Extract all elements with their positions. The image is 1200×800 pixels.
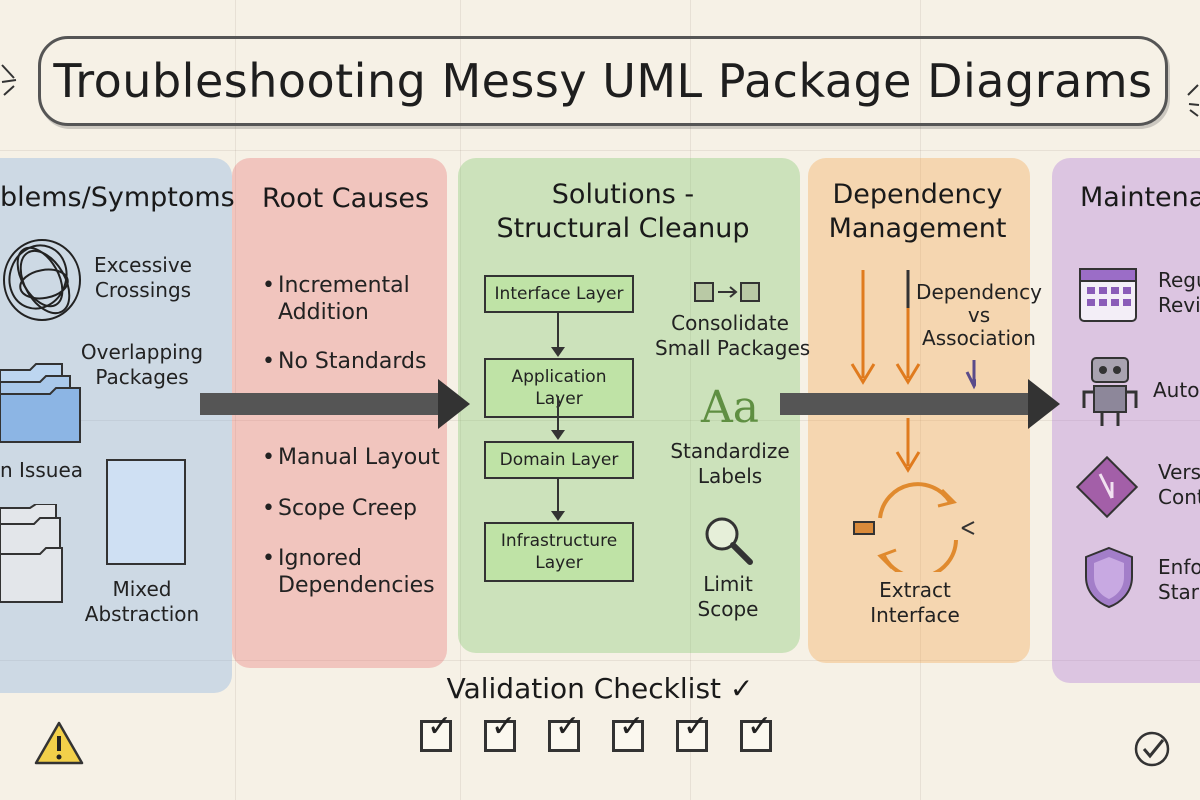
shield-icon (1085, 546, 1133, 609)
text-style-icon: Aa (700, 382, 759, 433)
robot-icon (1082, 357, 1138, 426)
flow-arrow (200, 379, 470, 429)
problems-heading: blems/Symptoms (0, 182, 235, 213)
check-icon: ✓ (683, 709, 709, 744)
layer-domain: Domain Layer (484, 441, 634, 479)
layer-arrow (551, 313, 565, 357)
maintenance-enforce-standards: Enfo Star (1158, 555, 1200, 604)
maintenance-regular-review: Regu Revi (1158, 268, 1200, 317)
dependency-vs-association: Dependency vs Association (916, 280, 1042, 350)
grid-line (0, 660, 1200, 661)
check-icon: ✓ (619, 709, 645, 744)
symptom-excessive-crossings: Excessive Crossings (94, 253, 192, 302)
checklist-checkbox[interactable]: ✓ (484, 709, 516, 752)
check-icon: ✓ (555, 709, 581, 744)
layer-infrastructure: Infrastructure Layer (484, 522, 634, 582)
cause-incremental-addition: Incremental Addition (262, 272, 410, 326)
warning-icon (34, 721, 84, 765)
magnifier-icon (705, 517, 753, 565)
folder-stack-icon (0, 363, 81, 443)
check-icon: ✓ (747, 709, 773, 744)
title-frame: Troubleshooting Messy UML Package Diagra… (38, 36, 1168, 126)
extract-interface: Extract Interface (870, 578, 960, 627)
sparkle-icon (1, 64, 17, 96)
checklist-checkbox[interactable]: ✓ (420, 709, 452, 752)
checklist-checkbox[interactable]: ✓ (676, 709, 708, 752)
sparkle-icon (1187, 84, 1200, 117)
cause-ignored-dependencies: Ignored Dependencies (262, 545, 435, 599)
page-outline-icon (106, 459, 186, 565)
layer-application: Application Layer (484, 358, 634, 418)
calendar-icon (1079, 268, 1137, 322)
tip-consolidate: Consolidate Small Packages (655, 311, 811, 360)
cause-no-standards: No Standards (262, 348, 427, 375)
tangle-icon (3, 239, 81, 321)
checklist-checkbox[interactable]: ✓ (548, 709, 580, 752)
dependency-arrows-icon (850, 270, 976, 473)
layer-arrow (551, 479, 565, 521)
dependency-heading: Dependency Management (828, 179, 1007, 244)
refactor-cycle-icon (853, 482, 975, 572)
merge-packages-icon (694, 282, 760, 302)
maintenance-version-control: Vers Cont (1158, 460, 1200, 509)
check-icon: ✓ (427, 709, 453, 744)
checklist-checkbox[interactable]: ✓ (612, 709, 644, 752)
tip-limit-scope: Limit Scope (697, 572, 759, 621)
solutions-heading: Solutions - Structural Cleanup (496, 179, 750, 244)
grid-line (0, 420, 1200, 421)
folder-stack-icon (0, 504, 63, 603)
root-causes-heading: Root Causes (262, 183, 430, 214)
symptom-overlapping-packages: Overlapping Packages (80, 340, 204, 389)
tip-standardize-labels: Standardize Labels (670, 439, 790, 488)
symptom-issues: n Issuea (0, 458, 84, 482)
cause-scope-creep: Scope Creep (262, 495, 417, 522)
grid-line (690, 0, 691, 800)
symptom-mixed-abstraction: Mixed Abstraction (84, 577, 200, 626)
layer-interface: Interface Layer (484, 275, 634, 313)
checklist-checkbox[interactable]: ✓ (740, 709, 772, 752)
grid-line (0, 150, 1200, 151)
diagram-title: Troubleshooting Messy UML Package Diagra… (53, 54, 1153, 108)
checklist-title: Validation Checklist ✓ (446, 672, 754, 705)
maintenance-automation: Auto (1153, 378, 1200, 402)
check-circle-icon (1134, 731, 1170, 767)
check-icon: ✓ (491, 709, 517, 744)
maintenance-heading: Maintena (1080, 182, 1200, 213)
cause-manual-layout: Manual Layout (262, 444, 440, 471)
layer-arrow (551, 396, 565, 440)
git-diamond-icon (1075, 455, 1139, 519)
flow-arrow (780, 379, 1060, 429)
